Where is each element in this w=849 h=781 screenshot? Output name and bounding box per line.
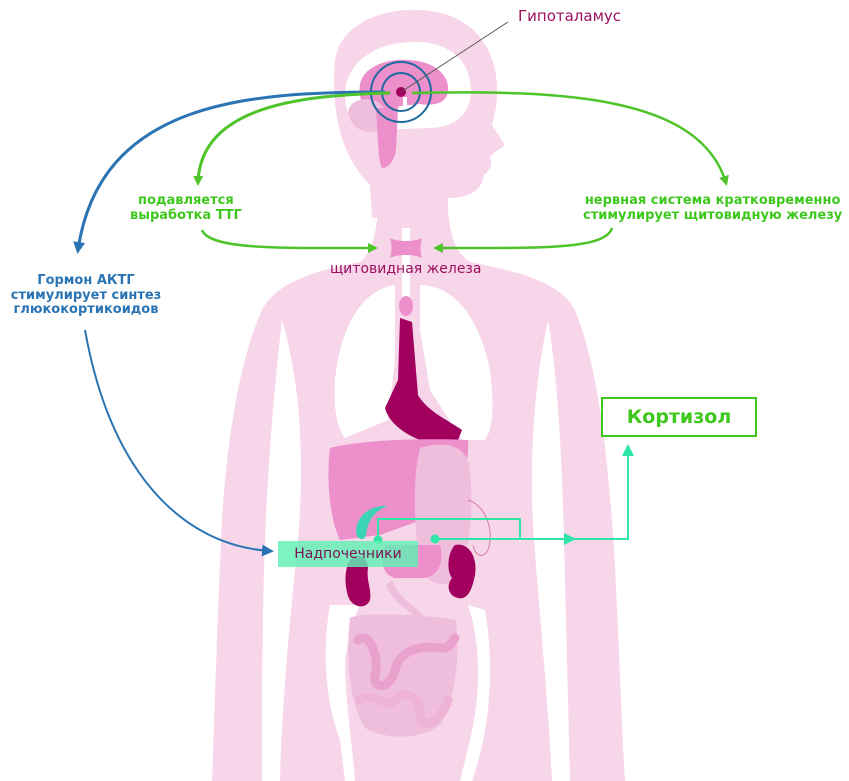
abdomen-outline [325, 605, 491, 781]
arrow-hypothalamus-to-nervous-system [411, 91, 729, 186]
adrenals-label: Надпочечники [294, 546, 402, 562]
trachea [402, 228, 410, 298]
acth-line-2: стимулирует синтез [10, 287, 162, 303]
arrow-hypothalamus-to-acth [73, 90, 386, 254]
spleen-outline [467, 499, 491, 556]
right-arm-gap [531, 320, 570, 781]
adrenal-gland-left[interactable] [356, 505, 388, 540]
larynx [399, 296, 413, 316]
left-kidney[interactable] [345, 555, 371, 607]
nervous-system-label: нервная система кратковременно стимулиру… [583, 193, 843, 223]
nervous-system-line-1: нервная система кратковременно [584, 193, 841, 208]
cerebrum [359, 59, 449, 116]
brainstem [376, 108, 398, 168]
pituitary [403, 97, 407, 108]
heart[interactable] [385, 318, 462, 440]
nervous-system-line-2: стимулирует щитовидную железу [583, 207, 843, 223]
intestines [348, 614, 460, 737]
left-lung [334, 285, 395, 438]
acth-label: Гормон АКТГ стимулирует синтез глюкокорт… [0, 273, 172, 318]
acth-line-1: Гормон АКТГ [37, 273, 135, 288]
acth-line-3: глюкокортикоидов [13, 302, 159, 318]
arrow-hypothalamus-to-tsh [193, 91, 391, 186]
right-kidney[interactable] [448, 544, 476, 599]
adrenal-connector-bracket [377, 518, 521, 540]
thyroid-label: щитовидная железа [330, 261, 482, 277]
arrow-nervous-system-to-thyroid [433, 227, 614, 254]
cortisol-box[interactable]: Кортизол [601, 397, 757, 437]
tsh-suppressed-line-1: подавляется [138, 193, 234, 208]
ureter [386, 580, 428, 624]
right-lung [420, 285, 493, 440]
tsh-suppressed-line-2: выработка ТТГ [130, 207, 242, 223]
arrows [73, 90, 729, 557]
adrenals-box[interactable]: Надпочечники [278, 541, 418, 567]
thyroid-gland[interactable] [390, 238, 422, 258]
hypothalamus-label: Гипоталамус [518, 7, 622, 25]
cortisol-label: Кортизол [626, 406, 732, 428]
arrow-tsh-to-thyroid [200, 229, 378, 254]
hypothalamus-leader-line [400, 21, 509, 93]
tsh-suppressed-label: подавляется выработка ТТГ [130, 193, 242, 223]
arrow-acth-to-adrenals [84, 329, 274, 557]
arrow-adrenals-to-cortisol [572, 444, 634, 540]
